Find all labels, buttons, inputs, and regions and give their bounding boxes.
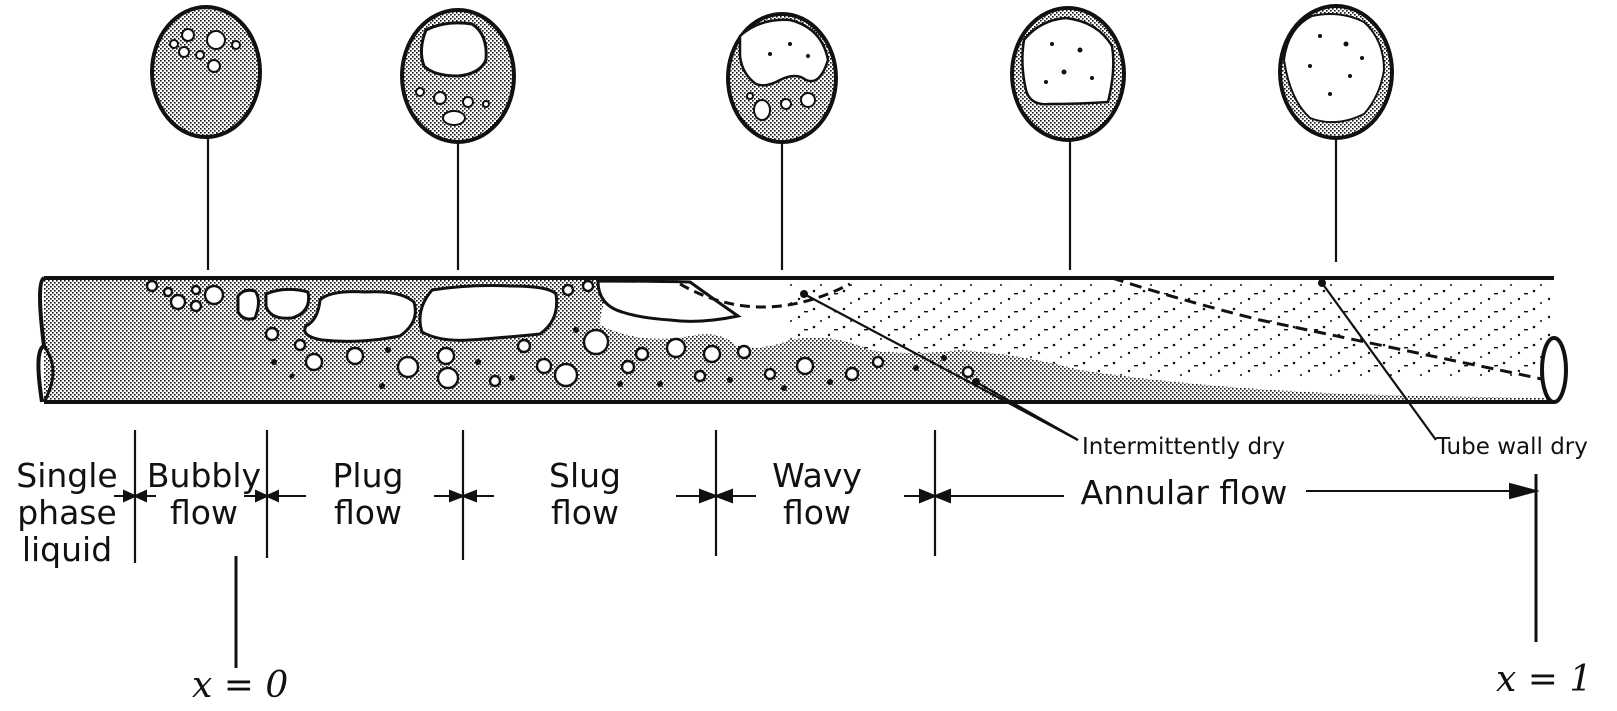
tube-right-end	[1542, 338, 1566, 402]
slug-flow-label: Slug flow	[530, 459, 640, 529]
wavy-flow-label: Wavy flow	[762, 459, 872, 529]
wavy-line1: Wavy	[762, 459, 872, 492]
cross-section-bubbly	[152, 7, 260, 270]
quality-x1-label: x = 1	[1496, 662, 1592, 698]
tube-wall-dry-label: Tube wall dry	[1436, 436, 1588, 459]
cross-section-wavy	[1012, 8, 1124, 270]
quality-x0-label: x = 0	[192, 668, 288, 704]
tube-left-end	[38, 278, 44, 402]
plug-line2: flow	[318, 496, 418, 529]
bubbly-flow-label: Bubbly flow	[145, 459, 263, 529]
annular-flow-label: Annular flow	[1066, 476, 1302, 509]
slug-line2: flow	[530, 496, 640, 529]
slug-line1: Slug	[530, 459, 640, 492]
bubbly-line1: Bubbly	[145, 459, 263, 492]
plug-flow-label: Plug flow	[318, 459, 418, 529]
single-phase-line1: Single	[8, 459, 126, 492]
single-phase-line2: phase	[8, 496, 126, 529]
bubbly-line2: flow	[145, 496, 263, 529]
single-phase-line3: liquid	[8, 533, 126, 566]
cross-section-annular	[1280, 6, 1392, 262]
cross-section-plug	[402, 10, 514, 270]
cross-section-slug	[728, 14, 836, 270]
wavy-line2: flow	[762, 496, 872, 529]
intermittently-dry-label: Intermittently dry	[1082, 436, 1285, 459]
plug-line1: Plug	[318, 459, 418, 492]
single-phase-liquid-label: Single phase liquid	[8, 459, 126, 566]
